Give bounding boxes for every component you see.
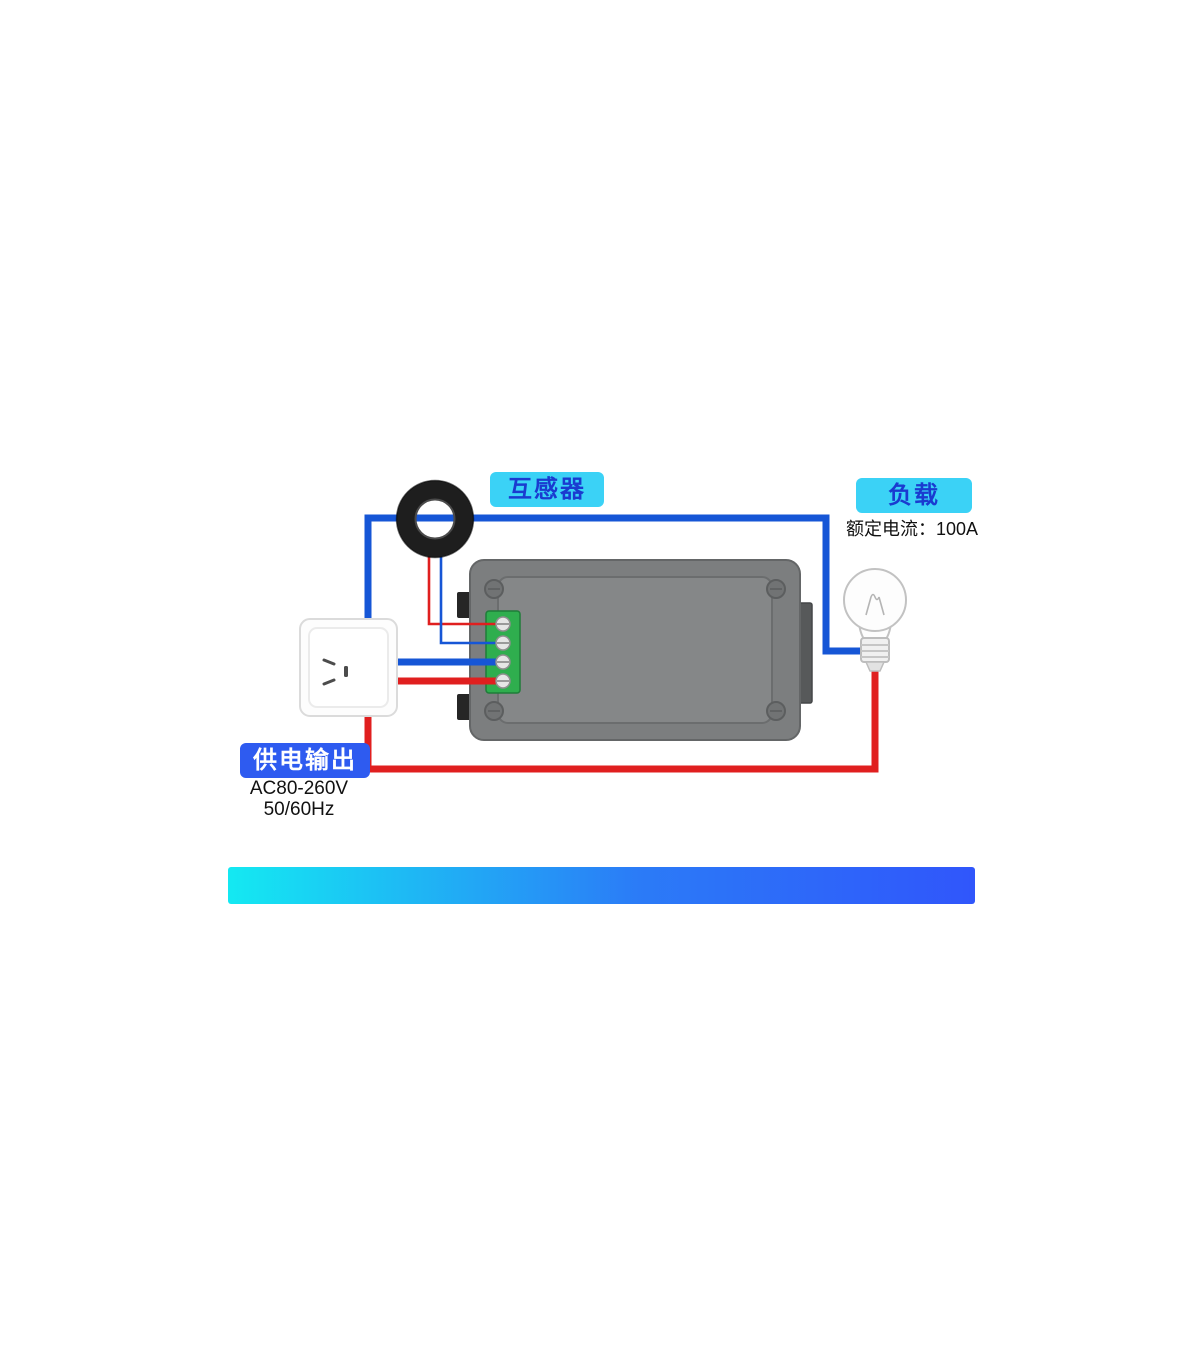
terminal-block bbox=[485, 610, 521, 694]
supply-spec-text: AC80-260V 50/60Hz bbox=[230, 778, 368, 821]
power-socket-icon bbox=[299, 618, 398, 717]
ct-sense-wire-red bbox=[427, 548, 500, 626]
meter-corner-screws bbox=[484, 579, 786, 721]
ct-label-badge: 互感器 bbox=[490, 472, 604, 508]
load-label-badge: 负载 bbox=[856, 478, 972, 514]
light-bulb-icon bbox=[843, 568, 907, 672]
terminal-screws bbox=[495, 616, 511, 689]
ct-ring-icon bbox=[395, 479, 475, 559]
ct-sense-wire-blue bbox=[439, 552, 500, 645]
supply-label-badge: 供电输出 bbox=[240, 743, 370, 779]
supply-frequency-text: 50/60Hz bbox=[263, 799, 335, 821]
meter-device bbox=[457, 559, 813, 741]
gradient-divider-bar bbox=[228, 867, 975, 904]
load-rating-text: 额定电流：100A bbox=[845, 519, 979, 539]
supply-voltage-text: AC80-260V bbox=[249, 778, 349, 799]
meter-front-panel bbox=[497, 576, 773, 724]
